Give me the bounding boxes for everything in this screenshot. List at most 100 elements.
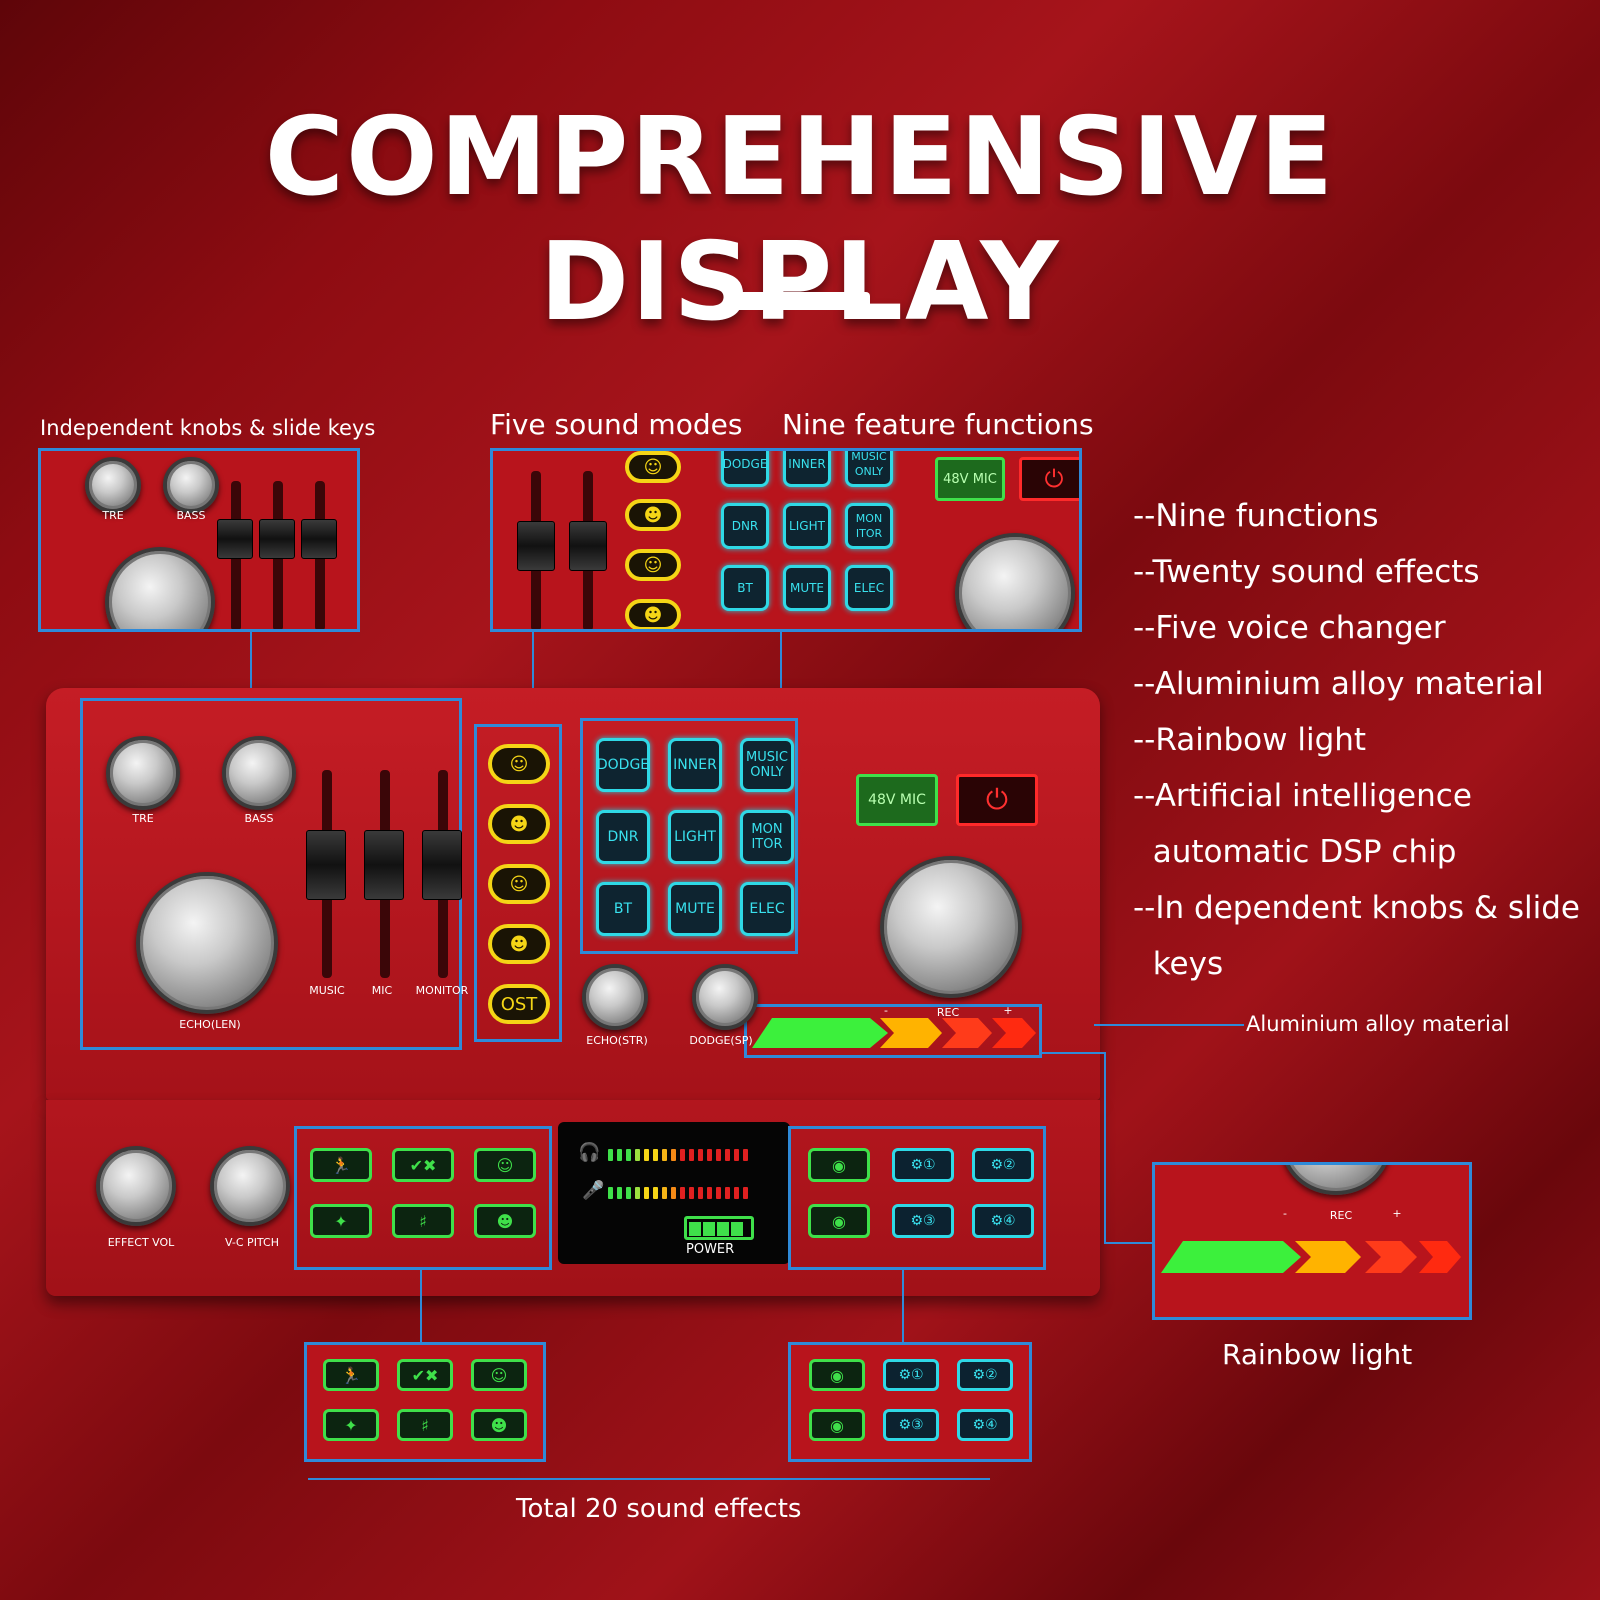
voice-mode-female-icon[interactable]: ☻ — [488, 804, 550, 844]
zoom-rec-minus: - — [1283, 1207, 1287, 1220]
zoom-power-icon: ⏻ — [1019, 457, 1079, 501]
headphone-icon: 🎧 — [578, 1142, 601, 1163]
zoom-effect-check-cross-icon: ✔✖ — [397, 1359, 453, 1391]
callout-line — [250, 632, 252, 698]
feature-item: keys — [1133, 946, 1224, 982]
zoom-effect-custom-1-icon: ⚙① — [883, 1359, 939, 1391]
effect-applause-icon[interactable]: ♯ — [392, 1204, 454, 1238]
voice-mode-girl-icon[interactable]: ☻ — [488, 924, 550, 964]
zoom-inner-button: INNER — [783, 451, 831, 487]
feature-item: --Twenty sound effects — [1133, 554, 1480, 590]
vc-pitch-knob[interactable] — [210, 1146, 290, 1226]
battery-icon — [684, 1216, 754, 1240]
monitor-fader-cap[interactable] — [422, 830, 462, 900]
monitor-button[interactable]: MON ITOR — [740, 810, 794, 864]
elec-button[interactable]: ELEC — [740, 882, 794, 936]
zoom-bass-label: BASS — [176, 509, 206, 522]
callout-aluminium-label: Aluminium alloy material — [1246, 1012, 1510, 1036]
zoom-rec-plus: + — [1392, 1207, 1402, 1220]
zoom-fader-cap — [301, 519, 337, 559]
callout-nine-functions-label: Nine feature functions — [782, 408, 1094, 441]
mic-level-meter — [608, 1184, 752, 1203]
highlight-effects-left — [294, 1126, 552, 1270]
zoom-48v-button: 48V MIC — [935, 457, 1005, 501]
effect-vol-label: EFFECT VOL — [107, 1236, 175, 1249]
zoom-mode-button: ☺ — [625, 451, 681, 483]
echo-str-knob[interactable] — [582, 964, 648, 1030]
highlight-effects-right — [788, 1126, 1046, 1270]
effect-run-icon[interactable]: 🏃 — [310, 1148, 372, 1182]
callout-line — [532, 632, 534, 724]
mic-fader-cap[interactable] — [364, 830, 404, 900]
effect-party-icon[interactable]: ✦ — [310, 1204, 372, 1238]
zoom-fader-cap — [569, 521, 607, 571]
dnr-button[interactable]: DNR — [596, 810, 650, 864]
zoom-box-modes-functions: ☺ ☻ ☺ ☻ DODGE INNER MUSIC ONLY DNR LIGHT… — [490, 448, 1082, 632]
dodge-sp-label: DODGE(SP) — [689, 1034, 753, 1047]
zoom-mute-button: MUTE — [783, 565, 831, 611]
headphone-level-meter — [608, 1146, 752, 1165]
zoom-fader-cap — [259, 519, 295, 559]
voice-mode-child-icon[interactable]: ☺ — [488, 864, 550, 904]
zoom-rec-knob — [955, 533, 1075, 629]
callout-line — [1104, 1052, 1106, 1242]
effect-animals-icon[interactable]: ☻ — [474, 1204, 536, 1238]
zoom-rec-knob — [1281, 1165, 1391, 1195]
echo-len-knob[interactable] — [136, 872, 278, 1014]
zoom-rainbow-light-icon — [1161, 1241, 1461, 1273]
zoom-dnr-button: DNR — [721, 503, 769, 549]
voice-mode-ost-button[interactable]: OST — [488, 984, 550, 1024]
music-fader-label: MUSIC — [309, 984, 345, 997]
zoom-effect-custom-2-icon: ⚙② — [957, 1359, 1013, 1391]
effect-custom-3-icon[interactable]: ⚙③ — [892, 1204, 954, 1238]
callout-five-modes-label: Five sound modes — [490, 408, 743, 441]
tre-knob[interactable] — [106, 736, 180, 810]
zoom-music-only-button: MUSIC ONLY — [845, 451, 893, 487]
effect-custom-1-icon[interactable]: ⚙① — [892, 1148, 954, 1182]
feature-item: --Five voice changer — [1133, 610, 1446, 646]
zoom-effect-custom-3-icon: ⚙③ — [883, 1409, 939, 1441]
bt-button[interactable]: BT — [596, 882, 650, 936]
effect-laugh-icon[interactable]: ☺ — [474, 1148, 536, 1182]
zoom-tre-label: TRE — [102, 509, 124, 522]
zoom-fader-cap — [217, 519, 253, 559]
mute-button[interactable]: MUTE — [668, 882, 722, 936]
dodge-sp-knob[interactable] — [692, 964, 758, 1030]
zoom-functions-grid: DODGE INNER MUSIC ONLY DNR LIGHT MON ITO… — [711, 451, 901, 629]
feature-item: --Nine functions — [1133, 498, 1379, 534]
effect-check-cross-icon[interactable]: ✔✖ — [392, 1148, 454, 1182]
power-button-icon[interactable]: ⏻ — [956, 774, 1038, 826]
inner-button[interactable]: INNER — [668, 738, 722, 792]
callout-independent-label: Independent knobs & slide keys — [40, 416, 376, 440]
light-button[interactable]: LIGHT — [668, 810, 722, 864]
feature-item: automatic DSP chip — [1133, 834, 1457, 870]
effect-custom-2-icon[interactable]: ⚙② — [972, 1148, 1034, 1182]
zoom-elec-button: ELEC — [845, 565, 893, 611]
effect-vol-knob[interactable] — [96, 1146, 176, 1226]
music-only-button[interactable]: MUSIC ONLY — [740, 738, 794, 792]
page-title: COMPREHENSIVE DISPLAY — [264, 95, 1336, 345]
rec-knob[interactable] — [880, 856, 1022, 998]
zoom-light-button: LIGHT — [783, 503, 831, 549]
48v-mic-button[interactable]: 48V MIC — [856, 774, 938, 826]
power-label: POWER — [686, 1242, 735, 1257]
rec-plus-label: + — [1003, 1004, 1013, 1017]
zoom-box-effects-left: 🏃 ✔✖ ☺ ✦ ♯ ☻ — [304, 1342, 546, 1462]
effect-record-icon[interactable]: ◉ — [808, 1148, 870, 1182]
dodge-button[interactable]: DODGE — [596, 738, 650, 792]
vc-pitch-label: V-C PITCH — [225, 1236, 279, 1249]
zoom-mode-button: ☻ — [625, 499, 681, 531]
voice-mode-male-icon[interactable]: ☺ — [488, 744, 550, 784]
music-fader-cap[interactable] — [306, 830, 346, 900]
zoom-echo-knob — [105, 547, 215, 629]
effect-custom-4-icon[interactable]: ⚙④ — [972, 1204, 1034, 1238]
callout-line — [1094, 1024, 1244, 1026]
feature-list: --Nine functions --Twenty sound effects … — [1133, 488, 1593, 992]
rainbow-light-icon — [752, 1018, 1036, 1048]
bass-knob[interactable] — [222, 736, 296, 810]
zoom-rec-label: REC — [1329, 1209, 1353, 1222]
feature-item: --Aluminium alloy material — [1133, 666, 1544, 702]
zoom-effect-run-icon: 🏃 — [323, 1359, 379, 1391]
callout-line — [780, 632, 782, 718]
effect-record-alt-icon[interactable]: ◉ — [808, 1204, 870, 1238]
